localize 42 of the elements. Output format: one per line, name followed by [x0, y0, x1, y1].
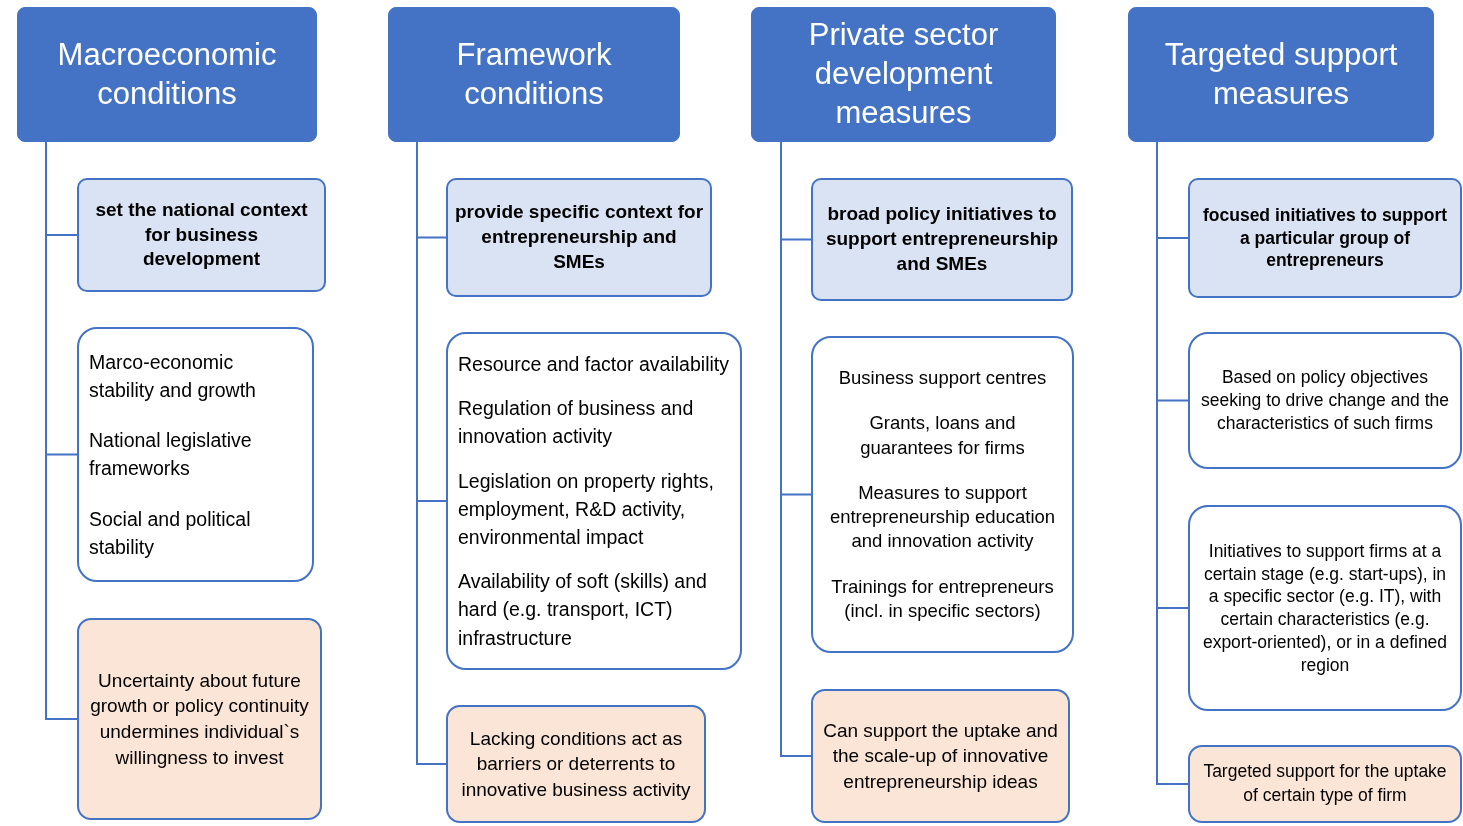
list-item: Based on policy objectives seeking to drive change and the characteristics of such firms	[1199, 366, 1451, 435]
list-item: Marco-economic stability and growth	[89, 349, 257, 404]
summary-text: set the national context for business development	[94, 197, 309, 272]
list-item: Regulation of business and innovation activity	[458, 396, 695, 450]
note-text: Can support the uptake and the scale-up of innovative entrepreneurship ideas	[822, 718, 1059, 794]
note-text: Lacking conditions act as barriers or deterrents to innovative business activity	[460, 726, 692, 802]
list-box	[77, 327, 314, 582]
note-text: Targeted support for the uptake of certain type of firm	[1202, 760, 1448, 807]
header-text: Macroeconomic conditions	[56, 35, 278, 113]
column-header	[388, 7, 680, 142]
note-box	[446, 705, 706, 823]
list-item: Resource and factor availability	[458, 351, 730, 377]
header-text: Private sector development measures	[807, 16, 1000, 132]
header-text: Targeted support measures	[1163, 35, 1399, 113]
summary-box	[1188, 178, 1462, 298]
note-box	[811, 689, 1070, 823]
list-item: Business support centres	[838, 365, 1047, 390]
list-box	[1188, 332, 1462, 469]
note-box	[77, 618, 322, 820]
summary-box	[811, 178, 1073, 301]
list-box	[811, 336, 1074, 653]
column-header	[17, 7, 317, 142]
list-item: National legislative frameworks	[89, 428, 253, 482]
note-text: Uncertainty about future growth or policy continuity undermines individual`s willingness to invest	[89, 668, 310, 770]
summary-text: focused initiatives to support a particular group of entrepreneurs	[1201, 203, 1449, 273]
list-item: Measures to support entrepreneurship education and innovation activity	[828, 481, 1057, 554]
summary-text: broad policy initiatives to support entrepreneurship and SMEs	[824, 202, 1060, 276]
summary-text: provide specific context for entrepreneurship and SMEs	[454, 200, 704, 274]
list-item: Legislation on property rights, employment, R&D activity, environmental impact	[458, 468, 715, 551]
list-box	[1188, 505, 1462, 711]
summary-box	[446, 178, 712, 297]
list-item: Grants, loans and guarantees for firms	[859, 411, 1026, 460]
column-header	[1128, 7, 1434, 142]
header-text: Framework conditions	[455, 35, 613, 113]
list-box	[446, 332, 742, 670]
summary-box	[77, 178, 326, 292]
column-header	[751, 7, 1056, 142]
list-item: Availability of soft (skills) and hard (e.g. transport, ICT) infrastructure	[458, 569, 708, 651]
list-item: Social and political stability	[89, 506, 252, 560]
note-box	[1188, 745, 1462, 823]
list-item: Trainings for entrepreneurs (incl. in specific sectors)	[830, 575, 1055, 624]
list-item: Initiatives to support firms at a certain stage (e.g. start-ups), in a specific sector (e.g. IT), with certain characteristics (e.g. export-oriented), or in a defined region	[1201, 539, 1449, 677]
